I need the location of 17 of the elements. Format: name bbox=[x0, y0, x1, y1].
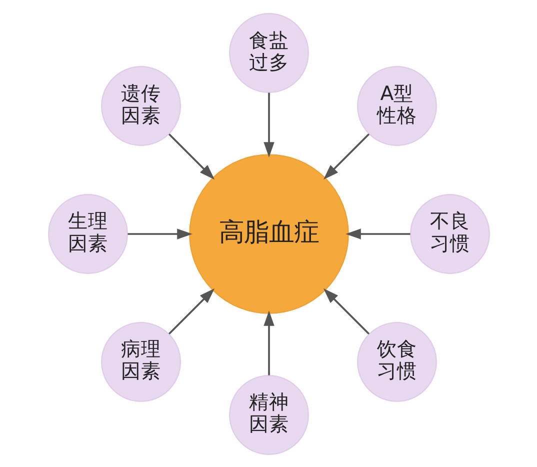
node-circle: 遗传因素 bbox=[100, 66, 180, 146]
arrow bbox=[263, 310, 274, 375]
arrow bbox=[322, 288, 370, 334]
arrow bbox=[168, 132, 214, 180]
node-circle: 饮食习惯 bbox=[356, 322, 436, 402]
node-circle: 食盐过多 bbox=[228, 12, 308, 92]
node-circle: A型性格 bbox=[356, 66, 436, 146]
node-circle: 精神因素 bbox=[228, 374, 308, 454]
arrow bbox=[322, 132, 370, 180]
node-circle: 生理因素 bbox=[48, 194, 128, 274]
arrow bbox=[345, 228, 410, 239]
arrow bbox=[168, 288, 214, 334]
arrow bbox=[127, 228, 192, 239]
node-circle: 病理因素 bbox=[100, 322, 180, 402]
node-circle: 高脂血症 bbox=[188, 154, 348, 314]
node-circle: 不良习惯 bbox=[410, 194, 490, 274]
arrow bbox=[263, 92, 274, 157]
